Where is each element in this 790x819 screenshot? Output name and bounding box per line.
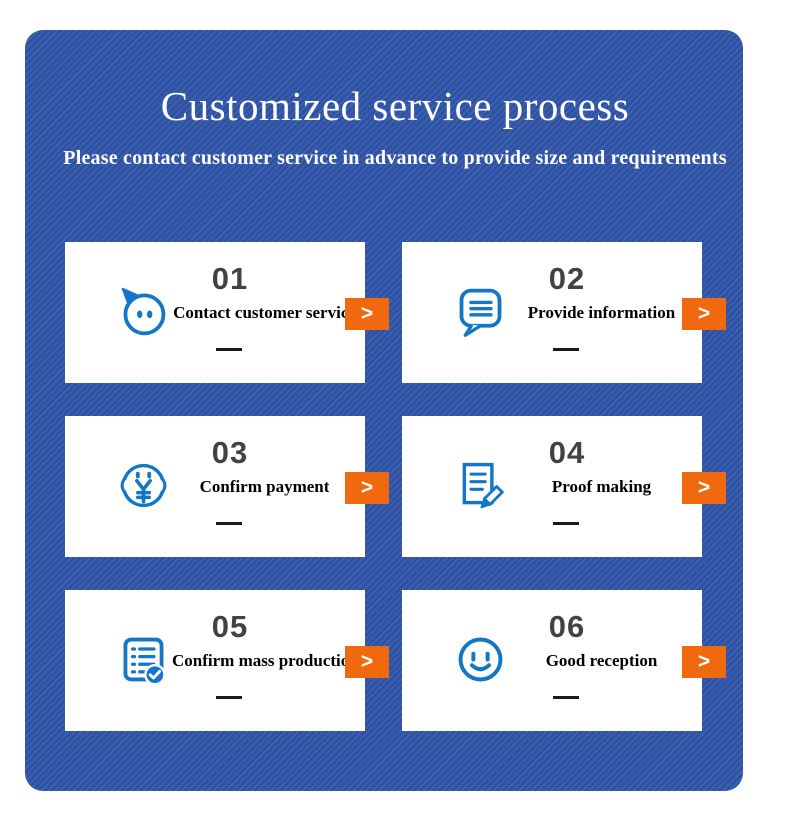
step-dash bbox=[553, 348, 579, 351]
step-number: 03 bbox=[211, 435, 249, 470]
page-subtitle: Please contact customer service in advan… bbox=[63, 147, 727, 169]
step-number: 05 bbox=[211, 609, 249, 644]
step-dash bbox=[216, 522, 242, 525]
step-label: Good reception bbox=[545, 651, 658, 670]
yen-coin-icon bbox=[115, 457, 172, 514]
step-card-06: 06 Good reception > bbox=[402, 590, 726, 731]
step-label: Contact customer service bbox=[173, 303, 356, 322]
step-number: 04 bbox=[548, 435, 586, 470]
step-arrow-button[interactable]: > bbox=[345, 472, 389, 504]
step-number: 01 bbox=[211, 261, 249, 296]
step-dash bbox=[216, 348, 242, 351]
chat-smiley-icon bbox=[115, 283, 172, 340]
step-card-04: 04 Proof making > bbox=[402, 416, 726, 557]
step-dash bbox=[216, 696, 242, 699]
step-card-05: 05 Confirm mass production > bbox=[65, 590, 389, 731]
step-arrow-button[interactable]: > bbox=[682, 646, 726, 678]
step-arrow-button[interactable]: > bbox=[345, 646, 389, 678]
step-arrow-button[interactable]: > bbox=[345, 298, 389, 330]
checklist-check-icon bbox=[115, 631, 172, 688]
steps-grid: 01 Contact customer service > 02 Provide… bbox=[65, 242, 726, 731]
step-arrow-button[interactable]: > bbox=[682, 298, 726, 330]
page-title: Customized service process bbox=[160, 83, 630, 129]
document-pencil-icon bbox=[452, 457, 509, 514]
step-arrow-button[interactable]: > bbox=[682, 472, 726, 504]
speech-bubble-lines-icon bbox=[452, 283, 509, 340]
step-dash bbox=[553, 522, 579, 525]
smiley-face-icon bbox=[452, 631, 509, 688]
step-label: Provide information bbox=[527, 303, 676, 322]
step-dash bbox=[553, 696, 579, 699]
step-card-03: 03 Confirm payment > bbox=[65, 416, 389, 557]
step-card-01: 01 Contact customer service > bbox=[65, 242, 389, 383]
step-label: Proof making bbox=[551, 477, 652, 496]
step-label: Confirm payment bbox=[199, 477, 330, 496]
step-label: Confirm mass production bbox=[172, 651, 359, 670]
step-card-02: 02 Provide information > bbox=[402, 242, 726, 383]
step-number: 06 bbox=[548, 609, 586, 644]
step-number: 02 bbox=[548, 261, 586, 296]
